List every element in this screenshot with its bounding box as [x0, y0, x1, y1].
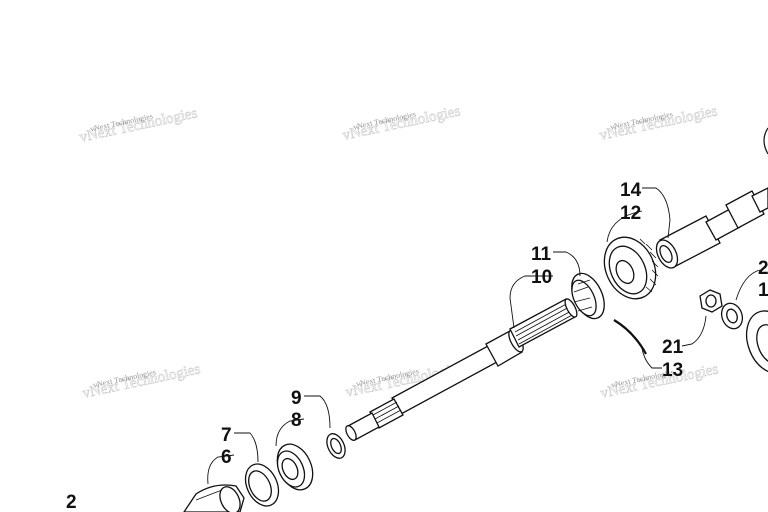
partial-part-top-right	[763, 127, 768, 155]
leader-2-right	[735, 269, 761, 301]
leader-21	[681, 315, 707, 347]
leader-12	[606, 210, 643, 243]
washer-9	[326, 433, 346, 459]
callout-9: 9	[291, 388, 302, 409]
watermark: vNext Technologies vNext Technologies	[341, 103, 462, 144]
callout-21: 21	[662, 337, 684, 358]
callout-2-right: 2	[758, 258, 768, 279]
bearing-8	[276, 443, 314, 491]
gear-teeth	[639, 238, 659, 293]
washer-right	[720, 302, 744, 330]
housing-6	[183, 484, 245, 512]
callout-12: 12	[620, 203, 641, 224]
retaining-ring-13	[613, 319, 647, 355]
leader-11	[553, 251, 581, 277]
callout-8: 8	[291, 410, 302, 431]
callout-labels: 14 12 11 10 9 8 7 6 21 13 2 2 1	[66, 180, 768, 512]
spline-lines	[514, 301, 575, 345]
callout-13: 13	[662, 360, 683, 381]
left-spline-lines	[372, 401, 402, 424]
callout-11: 11	[531, 244, 552, 265]
watermark: vNext Technologies vNext Technologies	[81, 361, 202, 402]
callout-7: 7	[221, 425, 232, 446]
sleeve-shaft-14	[655, 187, 768, 269]
callout-2: 2	[66, 492, 77, 512]
watermark: vNext Technologies vNext Technologies	[599, 361, 720, 402]
partial-gear-right	[745, 310, 768, 374]
main-shaft	[345, 298, 578, 441]
leader-6	[207, 454, 235, 485]
shaft-end-face	[564, 298, 578, 318]
bearing-11	[571, 272, 605, 320]
watermark: vNext Technologies vNext Technologies	[598, 103, 719, 144]
callout-10: 10	[531, 267, 552, 288]
callout-6: 6	[221, 447, 232, 468]
bevel-gear-12	[603, 236, 659, 300]
sleeve-spline-end	[751, 187, 768, 213]
shaft-tip-face	[345, 425, 357, 441]
callout-1-right: 1	[758, 280, 768, 301]
callout-14: 14	[620, 180, 642, 201]
leader-7	[234, 432, 259, 463]
watermark: vNext Technologies vNext Technologies	[78, 105, 199, 146]
seal-7	[244, 463, 280, 507]
leader-14	[642, 187, 671, 239]
leader-13	[641, 347, 662, 369]
leader-9	[304, 395, 331, 429]
leader-lines	[207, 187, 761, 485]
leader-8	[275, 418, 305, 447]
nut-21	[699, 289, 723, 313]
leader-10	[509, 275, 553, 329]
